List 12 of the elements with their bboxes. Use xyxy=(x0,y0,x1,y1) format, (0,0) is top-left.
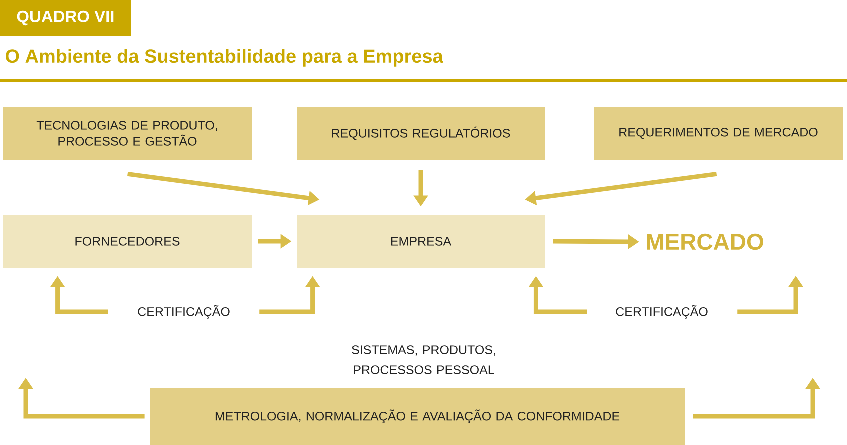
factor-box: EMPRESA xyxy=(297,215,545,268)
factor-box: METROLOGIA, NORMALIZAÇÃO E AVALIAÇÃO DA CONFORMIDADE xyxy=(150,388,685,445)
heading-badge: QUADRO VII xyxy=(0,0,132,36)
node-label: CERTIFICAÇÃO xyxy=(616,305,708,319)
factor-box: REQUERIMENTOS DE MERCADO xyxy=(594,107,843,160)
factor-box: REQUISITOS REGULATÓRIOS xyxy=(297,107,545,160)
node-label: CERTIFICAÇÃO xyxy=(138,305,230,319)
note-label: SISTEMAS, PRODUTOS, PROCESSOS PESSOAL xyxy=(352,346,496,374)
factor-box: TECNOLOGIAS DE PRODUTO, PROCESSO E GESTÃO xyxy=(3,107,252,160)
title: O Ambiente da Sustentabilidade para a Empresa xyxy=(6,49,444,67)
node-label: MERCADO xyxy=(647,234,764,250)
factor-box: FORNECEDORES xyxy=(3,215,252,268)
